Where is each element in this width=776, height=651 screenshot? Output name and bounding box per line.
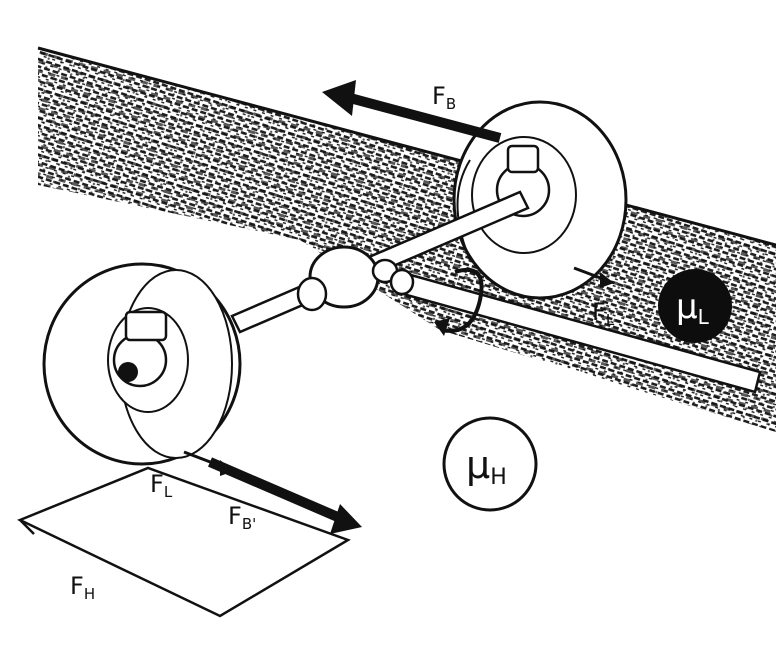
label-fb-prime: FB' [228, 502, 256, 533]
front-wheel [42, 262, 242, 466]
badge-mu-high-text: μH [466, 443, 507, 490]
curved-arrow-icon [434, 268, 484, 336]
badge-mu-low: μL [658, 269, 732, 343]
label-fh: FH [70, 572, 95, 603]
rear-wheel [452, 100, 628, 300]
axle-assembly [230, 190, 530, 334]
high-friction-patch [16, 466, 351, 618]
force-arrow-fl-left [183, 450, 234, 476]
force-arrow-fb [322, 80, 502, 143]
badge-mu-low-text: μL [676, 287, 710, 329]
badge-mu-high: μH [442, 416, 538, 512]
force-arrow-fl-right [573, 266, 614, 288]
label-fl-right: FL [592, 298, 615, 329]
label-fb: FB [432, 82, 456, 113]
label-fl-left: FL [150, 470, 173, 501]
